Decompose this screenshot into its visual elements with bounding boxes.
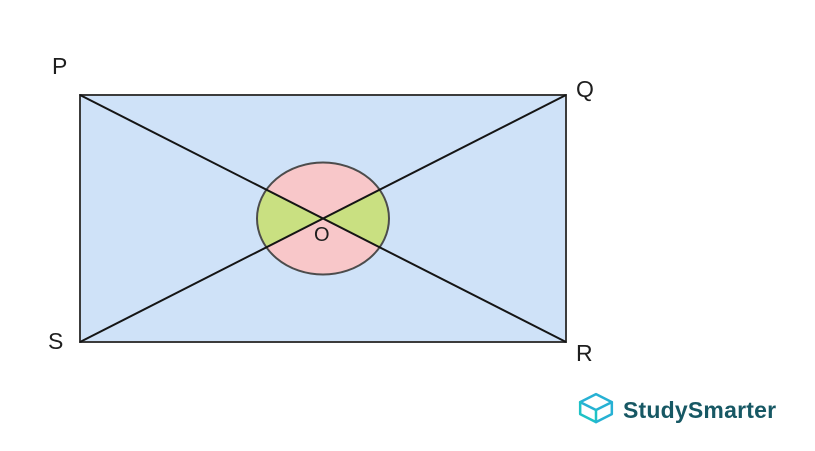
left-angle-wedge	[257, 189, 323, 248]
right-angle-wedge	[323, 189, 389, 248]
box-icon-top-face	[578, 392, 614, 412]
studysmarter-box-icon	[578, 392, 614, 424]
vertex-label-r: R	[576, 340, 593, 366]
diagonal-sq	[79, 94, 567, 343]
vertex-label-s: S	[48, 328, 64, 354]
angle-circle-outline	[256, 161, 390, 276]
vertex-label-p: P	[52, 53, 68, 79]
vertex-label-q: Q	[576, 76, 594, 102]
studysmarter-logo: StudySmarter	[576, 390, 776, 430]
logo-text: StudySmarter	[623, 396, 777, 423]
center-label-o: O	[314, 224, 330, 246]
box-icon-right-face	[594, 400, 614, 424]
box-icon-left-face	[578, 400, 598, 424]
